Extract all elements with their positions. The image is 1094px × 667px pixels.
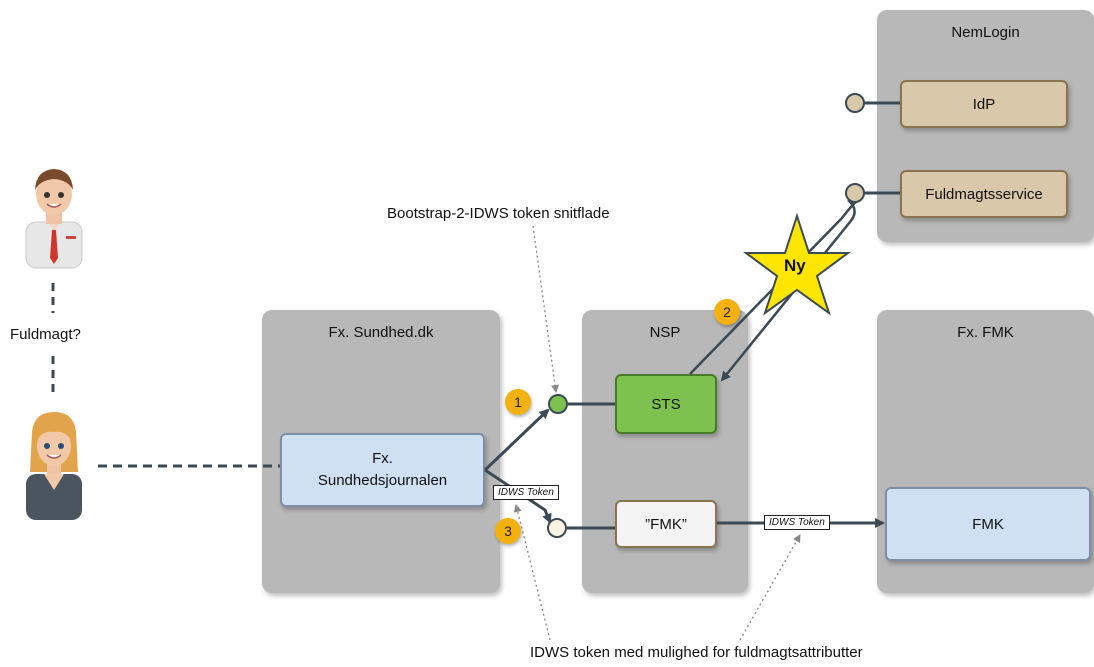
idp-endpoint [845,93,865,113]
zone-nemlogin-title: NemLogin [951,24,1020,41]
step-badge-3: 3 [495,518,521,544]
journal-to-sts-line [483,408,550,472]
sundhedsjournalen-box: Fx. Sundhedsjournalen [280,433,485,507]
step-badge-1: 1 [505,389,531,415]
sts-endpoint [548,394,568,414]
idws-token-tag-2: IDWS Token [764,515,830,530]
idws-token-note: IDWS token med mulighed for fuldmagtsatt… [530,644,863,661]
sts-box: STS [615,374,717,434]
fmkproxy-endpoint [547,518,567,538]
idp-box: IdP [900,80,1068,128]
fuldmagtsservice-box: Fuldmagtsservice [900,170,1068,218]
sundhedsjournalen-label-line1: Fx. [372,450,393,467]
fmk-label: FMK [972,515,1004,533]
fmk-box: FMK [885,487,1091,561]
sts-to-fuldmagt-path [689,201,857,375]
idws-pointer-left [513,504,551,641]
proxy-person-icon [25,169,83,269]
user-person-icon [26,412,82,520]
star-shape [742,212,852,316]
zone-nsp-title: NSP [649,324,681,341]
fuldmagtsservice-label: Fuldmagtsservice [925,185,1043,203]
idws-pointer-right [739,534,801,641]
zone-fmk-title: Fx. FMK [957,324,1014,341]
fmk-proxy-box: ”FMK” [615,500,717,548]
fuldmagt-to-sts-path [720,199,856,382]
sts-label: STS [651,395,681,413]
sundhedsjournalen-label-line2: Sundhedsjournalen [317,472,448,489]
step-badge-2: 2 [714,299,740,325]
zone-sundhed-title: Fx. Sundhed.dk [328,324,434,341]
fmk-proxy-label: ”FMK” [645,515,687,533]
idp-label: IdP [972,95,996,113]
idws-token-tag-1: IDWS Token [493,485,559,500]
bootstrap-label: Bootstrap-2-IDWS token snitflade [387,205,610,222]
fuldmagt-label: Fuldmagt? [10,326,81,343]
journal-to-fmkproxy-line [484,468,552,524]
bootstrap-pointer [532,225,560,393]
star-label: Ny [784,256,806,275]
